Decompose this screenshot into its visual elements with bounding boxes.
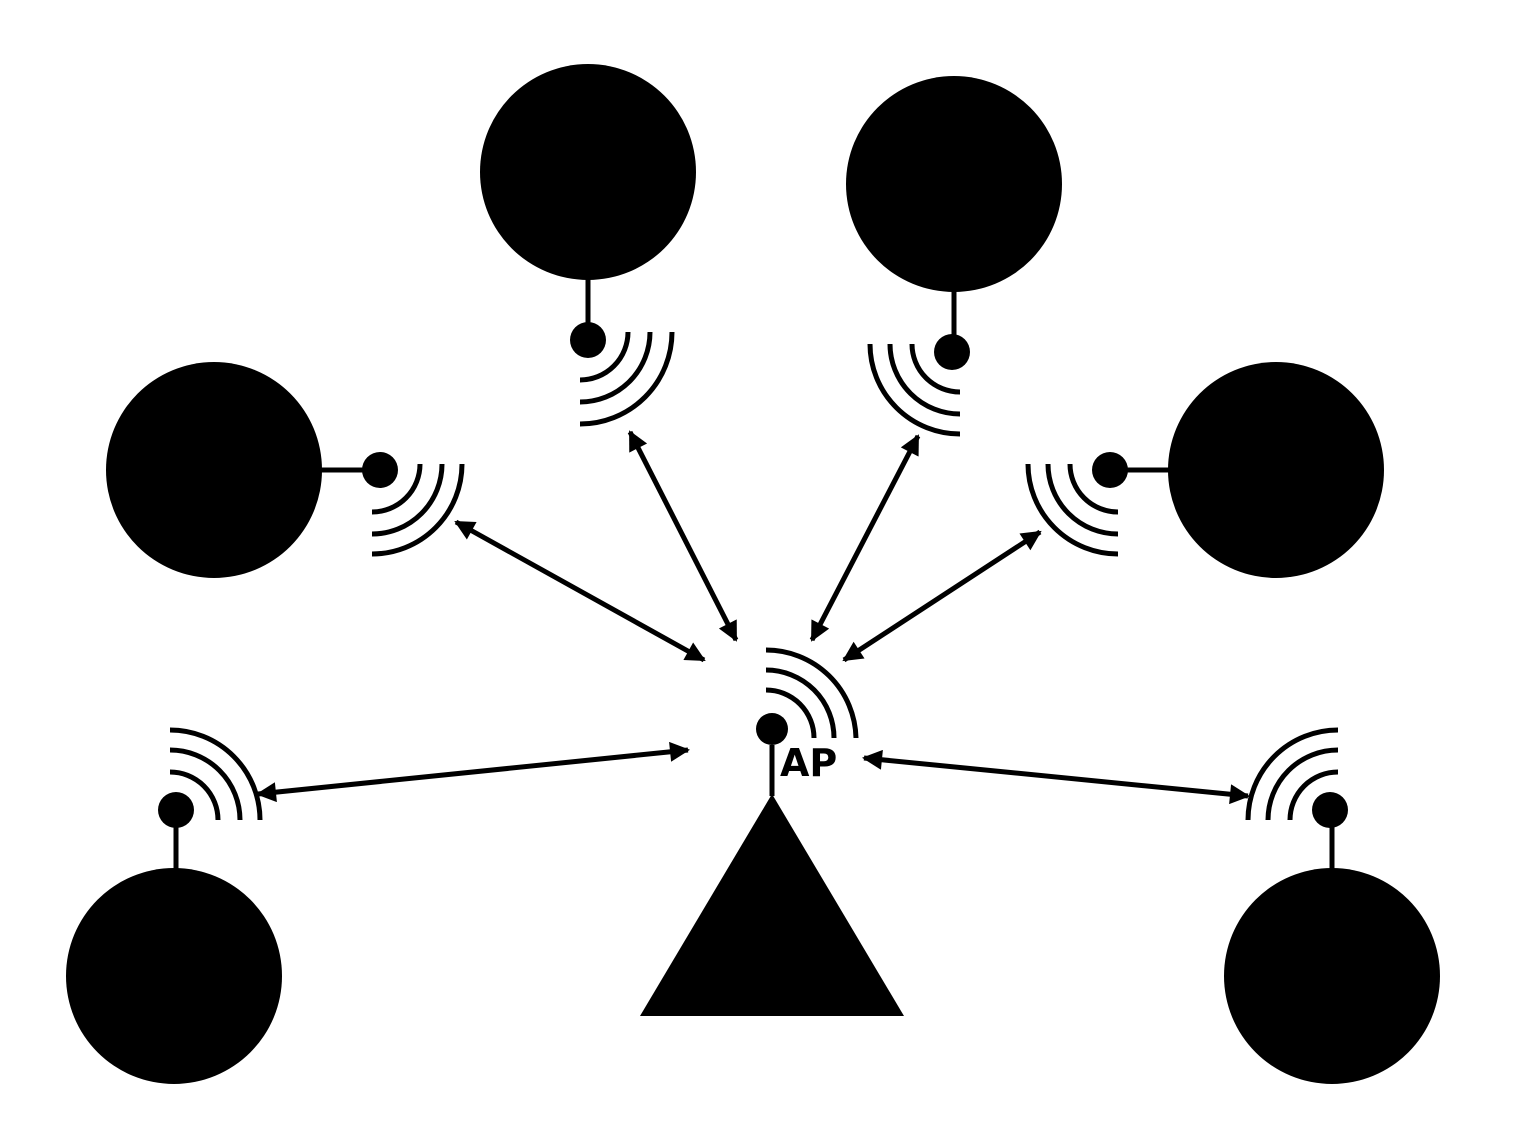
station-top-right <box>846 76 1062 437</box>
antenna-icon <box>934 334 970 370</box>
station-left <box>106 362 465 578</box>
access-point-antenna-icon <box>756 713 788 745</box>
access-point-signal-icon <box>765 647 859 739</box>
signal-icon <box>579 331 675 427</box>
signal-icon <box>371 463 465 557</box>
station-node <box>846 76 1062 292</box>
link-top-right <box>809 434 921 642</box>
station-node <box>106 362 322 578</box>
access-point-tower <box>640 794 904 1016</box>
station-node <box>480 64 696 280</box>
antenna-icon <box>362 452 398 488</box>
link-top-left <box>627 430 739 642</box>
station-bottom-left <box>66 727 282 1084</box>
signal-icon <box>867 343 961 437</box>
access-point: AP <box>640 647 904 1016</box>
link-right <box>842 529 1042 663</box>
station-bottom-right <box>1224 727 1440 1084</box>
link-bottom-left <box>256 741 690 803</box>
station-node <box>1224 868 1440 1084</box>
access-point-label: AP <box>780 741 837 785</box>
station-node <box>1168 362 1384 578</box>
antenna-icon <box>1312 792 1348 828</box>
link-bottom-right <box>862 749 1250 805</box>
antenna-icon <box>158 792 194 828</box>
link-left <box>454 519 706 663</box>
signal-icon <box>1025 463 1119 557</box>
station-top-left <box>480 64 696 427</box>
antenna-icon <box>570 322 606 358</box>
antenna-icon <box>1092 452 1128 488</box>
links <box>256 430 1250 805</box>
station-right <box>1025 362 1384 578</box>
station-node <box>66 868 282 1084</box>
